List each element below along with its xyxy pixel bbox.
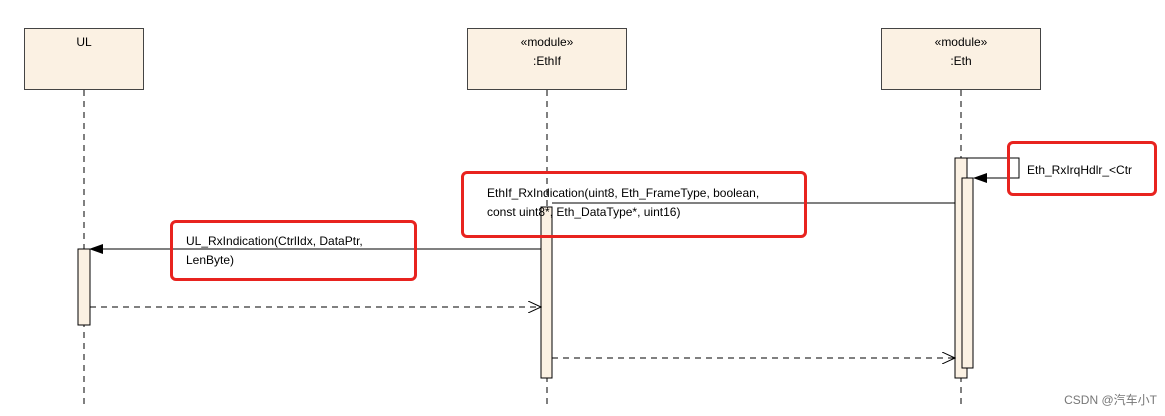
ethif-rxindication-label-line2: const uint8*, Eth_DataType*, uint16)	[487, 205, 681, 219]
ul-lifeline-name: UL	[76, 35, 92, 49]
ethif-rxindication-highlight	[461, 171, 807, 238]
eth-self-message-label: Eth_RxIrqHdlr_<Ctr	[1027, 163, 1133, 177]
ethif-lifeline-head: «module» :EthIf	[467, 28, 627, 90]
ul-rxindication-label-line2: LenByte)	[186, 253, 235, 267]
eth-stereotype: «module»	[934, 35, 988, 49]
ethif-rxindication-label-line1: EthIf_RxIndication(uint8, Eth_FrameType,…	[487, 186, 760, 200]
ul-activation	[77, 248, 91, 326]
ethif-activation	[540, 206, 553, 379]
ethif-stereotype: «module»	[520, 35, 574, 49]
eth-self-message-highlight	[1007, 141, 1157, 196]
ul-lifeline-head: UL	[24, 28, 144, 90]
ul-rxindication-highlight	[170, 220, 417, 281]
ul-rxindication-label-line1: UL_RxIndication(CtrlIdx, DataPtr,	[186, 234, 363, 248]
eth-lifeline-head: «module» :Eth	[881, 28, 1041, 90]
eth-self-message-arrow	[967, 157, 1020, 183]
eth-lifeline-name: :Eth	[950, 54, 972, 68]
ethif-lifeline-name: :EthIf	[532, 54, 561, 68]
eth-activation-inner	[961, 177, 974, 369]
watermark-text: CSDN @汽车小T	[1064, 393, 1157, 407]
